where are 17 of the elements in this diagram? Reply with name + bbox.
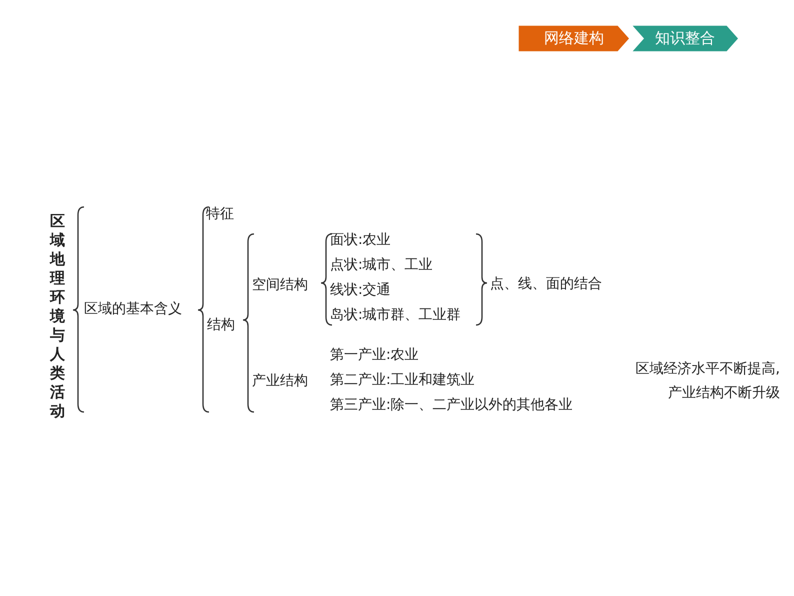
branch-text: 点、线、面的结合 xyxy=(490,275,602,293)
branch-text: 面状:农业 xyxy=(330,231,391,249)
branch-text: 线状:交通 xyxy=(330,281,391,299)
branch-text: 产业结构 xyxy=(252,372,308,390)
section-tab: 网络建构 xyxy=(518,25,630,52)
branch-text: 第三产业:除一、二产业以外的其他各业 xyxy=(330,396,573,414)
branch-text: 岛状:城市群、工业群 xyxy=(330,306,461,324)
branch-text: 特征 xyxy=(206,205,234,223)
branch-text: 区域的基本含义 xyxy=(84,300,182,318)
vertical-title: 区域地理环境与人类活动 xyxy=(50,212,65,421)
note-text: 区域经济水平不断提高,产业结构不断升级 xyxy=(634,360,780,403)
branch-text: 第一产业:农业 xyxy=(330,346,419,364)
branch-text: 第二产业:工业和建筑业 xyxy=(330,371,475,389)
section-tab: 知识整合 xyxy=(631,25,739,52)
branch-text: 空间结构 xyxy=(252,276,308,294)
branch-text: 点状:城市、工业 xyxy=(330,256,433,274)
branch-text: 结构 xyxy=(207,316,235,334)
